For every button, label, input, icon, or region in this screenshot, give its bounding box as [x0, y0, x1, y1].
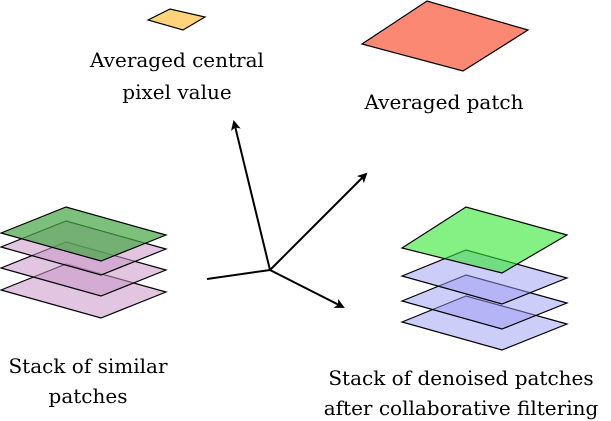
denoised-stack-label-line2: after collaborative filtering	[324, 396, 599, 420]
averaged-central-pixel	[146, 8, 207, 31]
arrow-to-denoised-stack	[269, 269, 345, 308]
denoised-stack-label-line1: Stack of denoised patches	[328, 366, 593, 390]
averaged-patch-label: Averaged patch	[364, 90, 524, 114]
similar-stack-label-line1: Stack of similar	[8, 354, 167, 378]
similar-patch-top-layer	[0, 206, 168, 262]
averaged-central-label-line2: pixel value	[122, 80, 231, 104]
averaged-patch	[360, 0, 530, 72]
denoised-patches-stack	[400, 206, 569, 351]
arrow-to-central-pixel	[231, 120, 271, 271]
arrow-to-averaged-patch	[269, 172, 368, 271]
similar-stack-label-line2: patches	[49, 384, 128, 408]
flow-arrows	[206, 120, 368, 308]
similar-patches-stack	[0, 206, 168, 319]
incoming-line	[206, 269, 271, 280]
averaged-central-label-line1: Averaged central	[89, 48, 264, 72]
denoised-patch-top-layer	[400, 206, 569, 274]
